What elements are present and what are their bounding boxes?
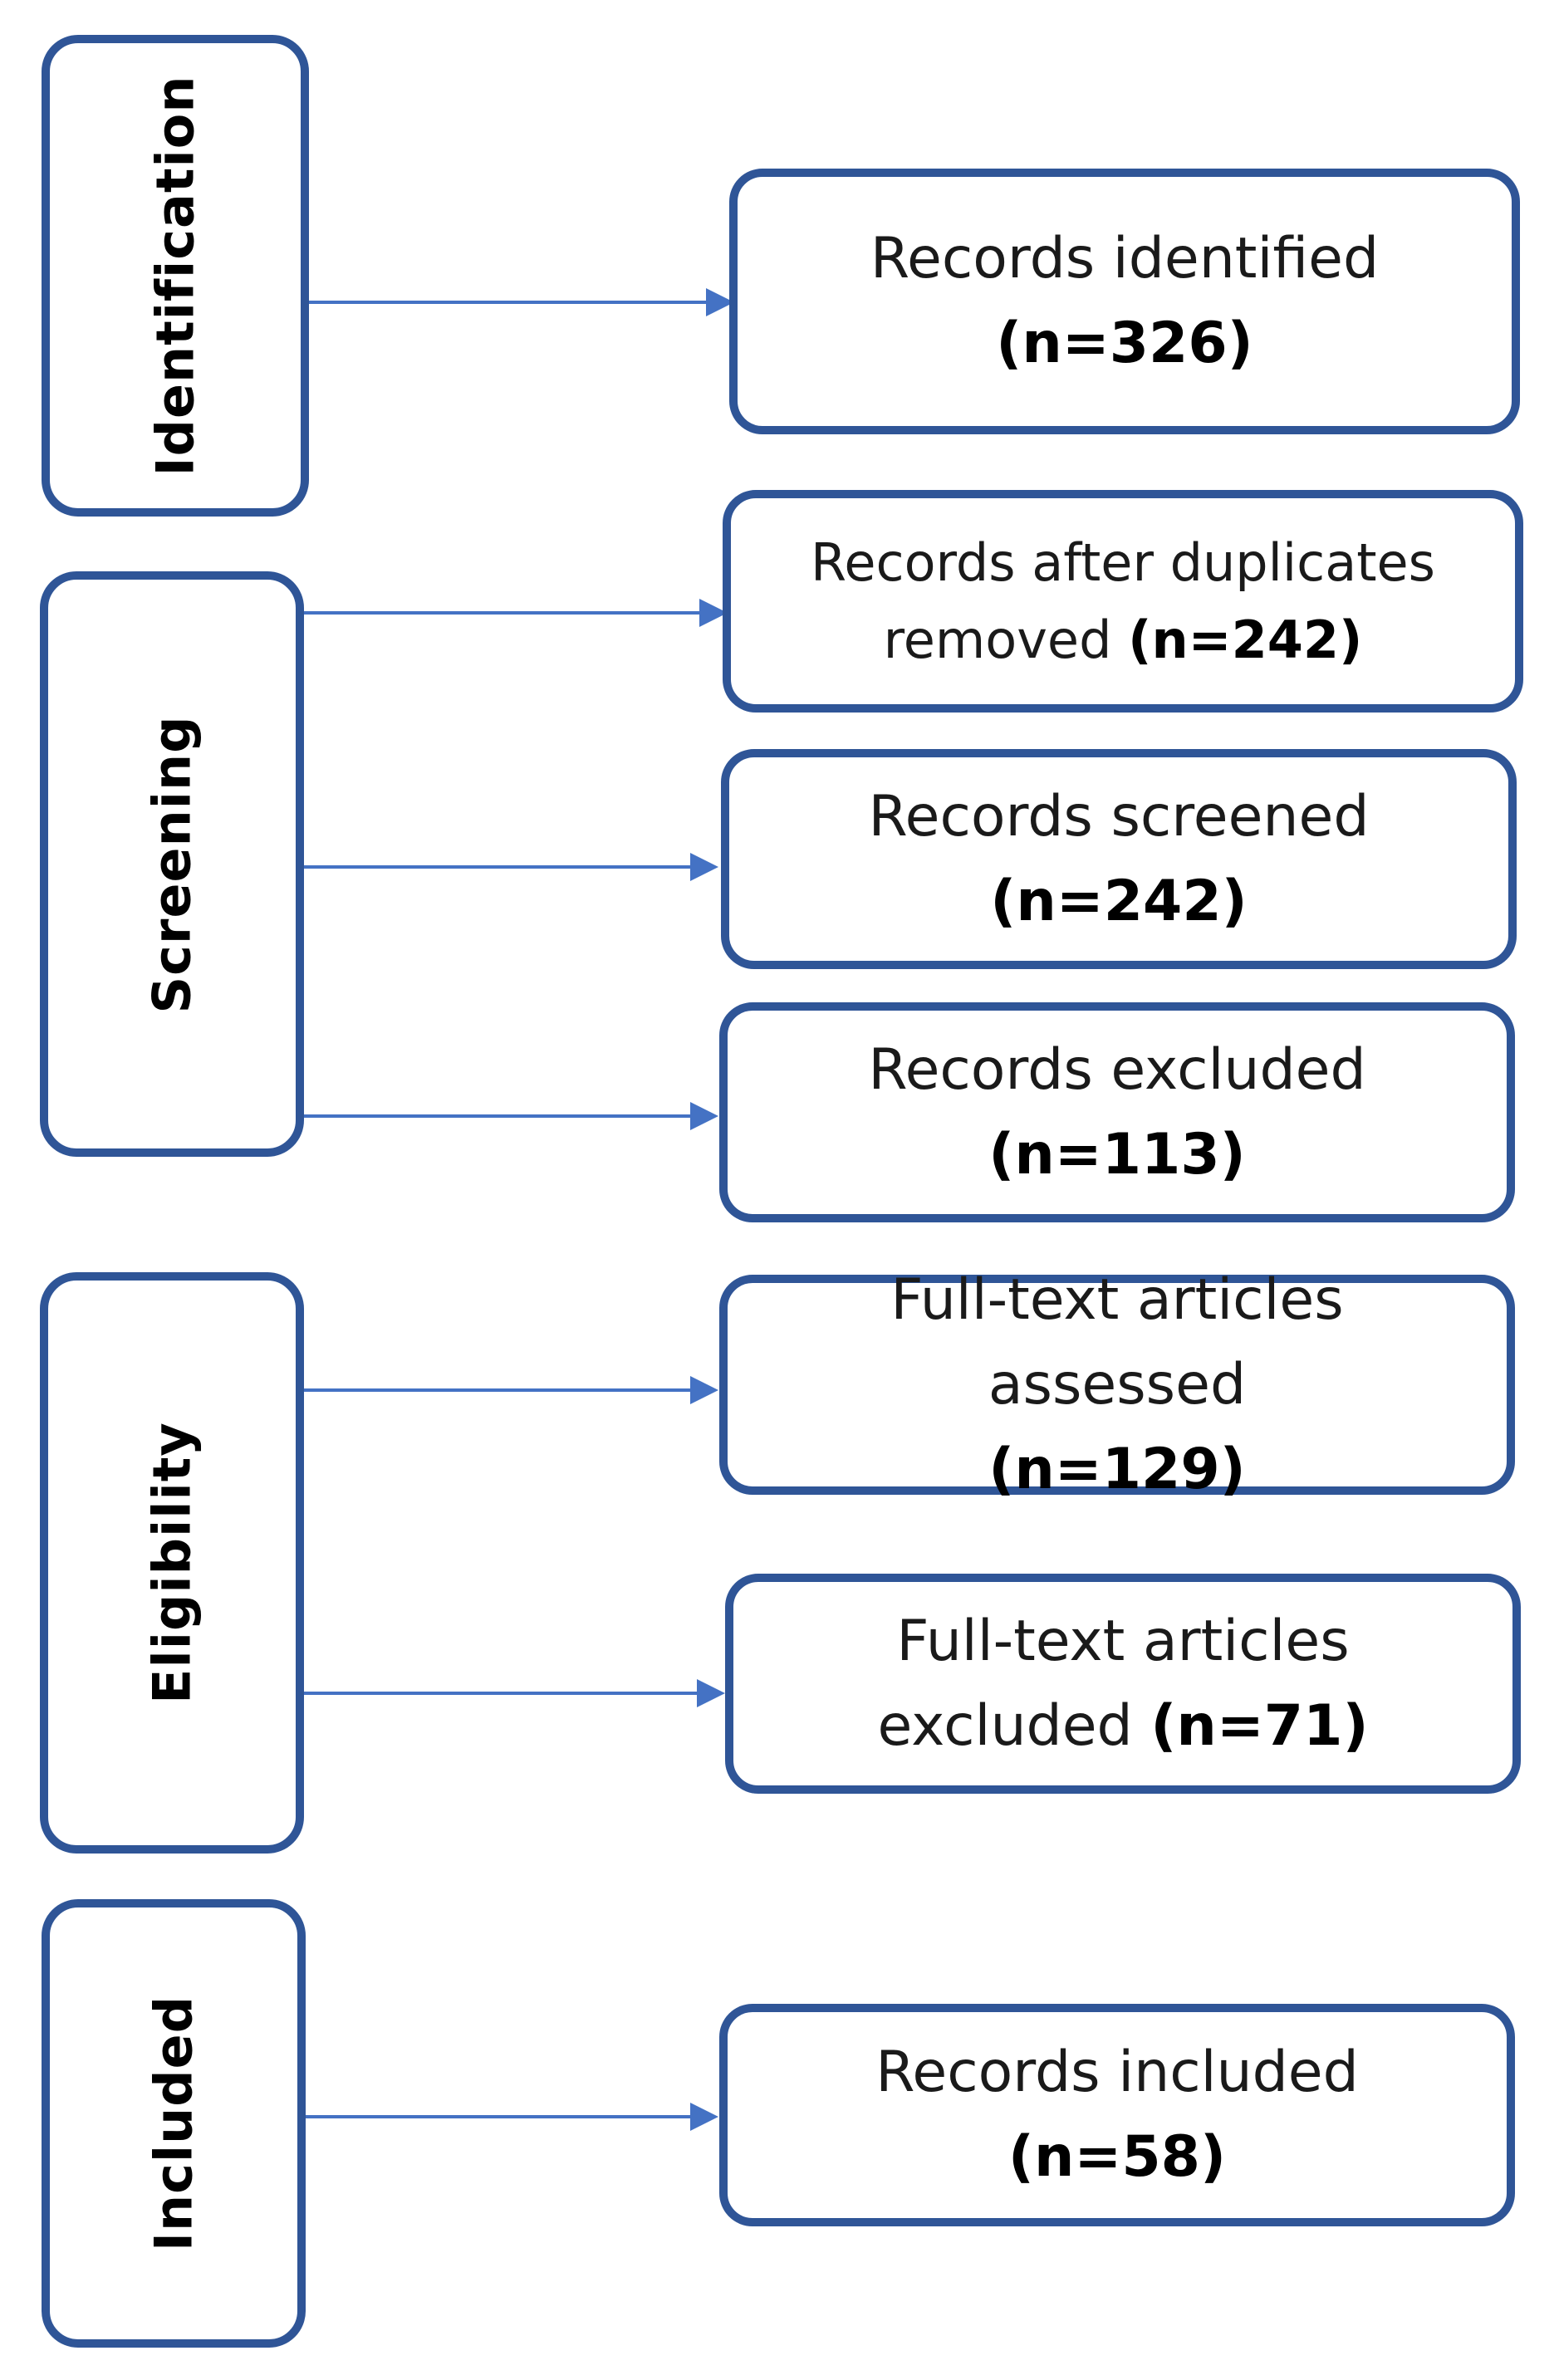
arrow-fulltext-assessed — [304, 1376, 718, 1404]
step-records-included-count: (n=58) — [1007, 2124, 1227, 2190]
phase-screening-label: Screening — [141, 715, 203, 1013]
step-records-screened: Records screened (n=242) — [721, 749, 1517, 969]
step-fulltext-assessed-text: Full-text articles assessed (n=129) — [890, 1266, 1344, 1502]
step-fulltext-excluded: Full-text articles excluded (n=71) — [725, 1574, 1521, 1794]
step-records-screened-count: (n=242) — [990, 868, 1248, 934]
step-records-after-duplicates-text: Records after duplicates removed (n=242) — [811, 532, 1435, 670]
step-records-identified: Records identified (n=326) — [729, 169, 1520, 434]
step-fulltext-excluded-text: Full-text articles excluded (n=71) — [877, 1608, 1369, 1759]
step-records-after-duplicates-count: (n=242) — [1128, 610, 1363, 670]
step-fulltext-excluded-count: (n=71) — [1150, 1692, 1369, 1759]
phase-eligibility-box: Eligibility — [40, 1272, 304, 1854]
arrow-identified — [309, 288, 734, 316]
step-records-excluded-text: Records excluded (n=113) — [868, 1036, 1366, 1188]
arrow-screened — [304, 853, 718, 881]
arrow-included — [306, 2103, 718, 2131]
phase-identification-label: Identification — [145, 75, 206, 477]
arrow-fulltext-excluded — [304, 1679, 725, 1707]
step-records-identified-text: Records identified (n=326) — [870, 226, 1380, 376]
step-records-excluded: Records excluded (n=113) — [719, 1002, 1515, 1222]
phase-identification-box: Identification — [42, 35, 309, 517]
step-records-excluded-count: (n=113) — [988, 1121, 1246, 1188]
phase-included-label: Included — [143, 1995, 204, 2252]
step-records-screened-text: Records screened (n=242) — [868, 783, 1370, 934]
phase-screening-box: Screening — [40, 571, 304, 1157]
step-records-included: Records included (n=58) — [719, 2004, 1515, 2226]
arrow-duplicates-removed — [304, 599, 728, 627]
phase-eligibility-label: Eligibility — [141, 1422, 203, 1704]
step-records-identified-count: (n=326) — [996, 311, 1253, 376]
step-fulltext-assessed: Full-text articles assessed (n=129) — [719, 1267, 1515, 1502]
step-fulltext-assessed-count: (n=129) — [988, 1436, 1246, 1502]
step-records-after-duplicates: Records after duplicates removed (n=242) — [723, 490, 1523, 713]
arrow-excluded — [304, 1102, 718, 1130]
step-records-included-text: Records included (n=58) — [875, 2040, 1359, 2190]
phase-included-box: Included — [42, 1899, 306, 2348]
